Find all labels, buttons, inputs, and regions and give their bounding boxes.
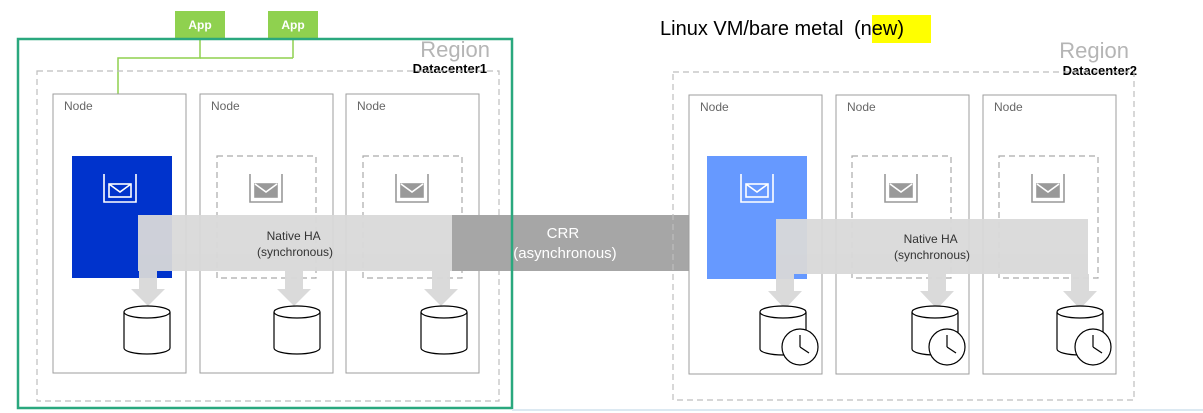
region-label-left: Region (420, 37, 490, 62)
datacenter-boundary-left (36, 70, 500, 402)
highlight-frame-left (16, 37, 514, 410)
datacenter-label-left: Datacenter1 (413, 61, 487, 76)
envelope-icon (1031, 174, 1065, 203)
clock-icon (1074, 328, 1112, 366)
envelope-icon (740, 174, 774, 203)
datacenter-boundary-right (672, 71, 1135, 401)
crr-label: CRR (asynchronous) (513, 225, 616, 262)
region-label-right: Region (1059, 38, 1129, 63)
app-label-1: App (188, 18, 211, 32)
node-label: Node (700, 100, 729, 114)
native-ha-label-left: Native HA (synchronous) (257, 229, 333, 259)
node-label: Node (64, 99, 93, 113)
queue-manager-standby-4 (998, 155, 1099, 279)
title-highlight (872, 15, 931, 43)
database-cylinder-icon (273, 305, 321, 355)
database-cylinder-icon (420, 305, 468, 355)
crr-arrow (452, 215, 708, 271)
database-cylinder-icon (123, 305, 171, 355)
queue-manager-standby-3 (851, 155, 952, 279)
native-ha-arrow-right (768, 219, 1097, 309)
clock-icon (928, 328, 966, 366)
node-label: Node (211, 99, 240, 113)
node-label: Node (994, 100, 1023, 114)
app-box-2 (268, 11, 318, 38)
clock-icon (781, 328, 819, 366)
node-label: Node (847, 100, 876, 114)
diagram-title: Linux VM/bare metal (new) (660, 18, 904, 40)
datacenter-label-right: Datacenter2 (1063, 63, 1137, 78)
envelope-icon (249, 174, 283, 203)
native-ha-label-right: Native HA (synchronous) (894, 232, 970, 262)
envelope-icon (103, 174, 137, 203)
native-ha-arrow-left (131, 215, 460, 306)
envelope-icon (884, 174, 918, 203)
app-label-2: App (281, 18, 304, 32)
envelope-icon (395, 174, 429, 203)
node-label: Node (357, 99, 386, 113)
app-box-1 (175, 11, 225, 38)
